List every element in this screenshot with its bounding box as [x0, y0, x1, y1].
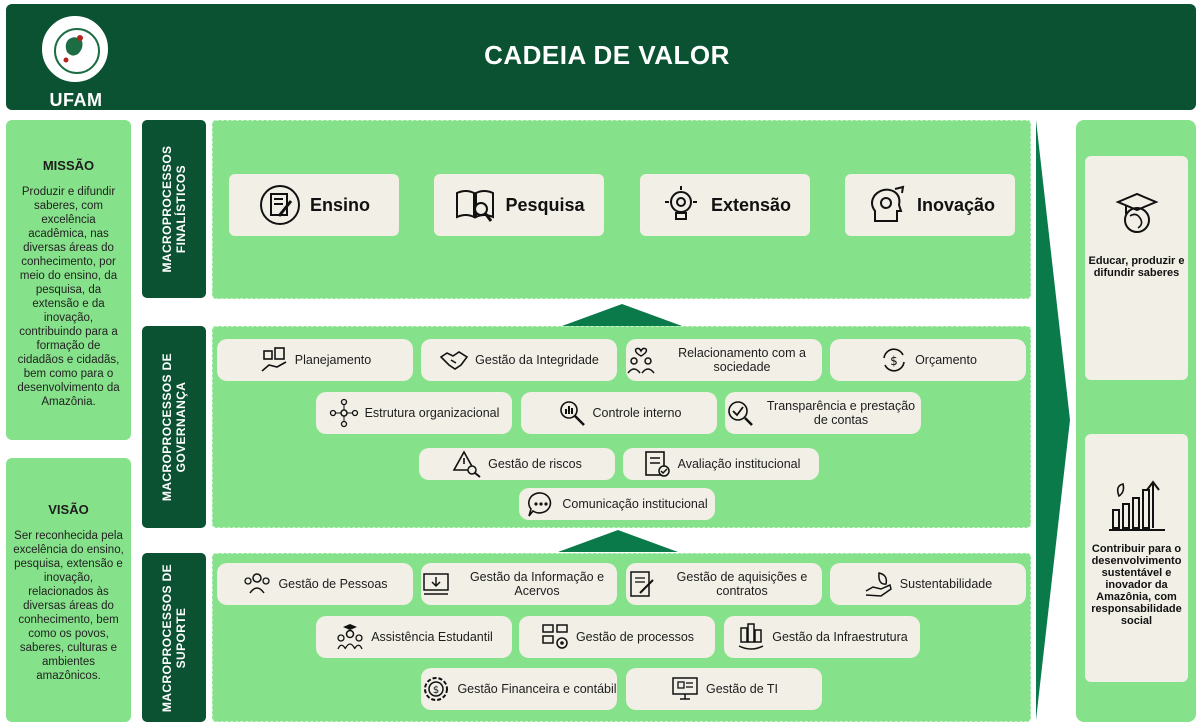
process-label: Ensino — [309, 194, 370, 215]
process-extensao[interactable]: Extensão — [640, 174, 810, 236]
sup-sustentabilidade[interactable]: Sustentabilidade — [830, 563, 1026, 605]
sup-financeira[interactable]: $ Gestão Financeira e contábil — [421, 668, 617, 710]
archive-download-icon — [423, 573, 449, 595]
up-arrow-icon — [562, 304, 682, 326]
hand-leaf-icon — [865, 572, 892, 597]
label-governanca: MACROPROCESSOS DE GOVERNANÇA — [142, 326, 206, 528]
gov-relacionamento[interactable]: Relacionamento com a sociedade — [626, 339, 822, 381]
page-title: CADEIA DE VALOR — [484, 40, 730, 70]
mission-text: Produzir e difundir saberes, com excelên… — [17, 186, 120, 408]
up-arrow-icon — [558, 530, 678, 552]
sup-label: Gestão de Pessoas — [278, 577, 388, 591]
sup-label: Gestão de TI — [705, 682, 779, 696]
sup-processos[interactable]: Gestão de processos — [519, 616, 715, 658]
sup-pessoas[interactable]: Gestão de Pessoas — [217, 563, 413, 605]
document-edit-icon — [259, 185, 300, 225]
gov-label: Controle interno — [592, 406, 682, 420]
flow-arrow-icon — [1036, 120, 1070, 720]
checklist-icon — [644, 451, 670, 477]
gov-label: Gestão da Integridade — [475, 353, 599, 367]
gov-comunicacao[interactable]: Comunicação institucional — [519, 488, 715, 520]
innovation-head-icon — [870, 185, 905, 222]
gov-label: Transparência e prestação de contas — [766, 399, 916, 427]
vision-card: VISÃO Ser reconhecida pela excelência do… — [6, 458, 131, 722]
gov-avaliacao[interactable]: Avaliação institucional — [623, 448, 819, 480]
gov-riscos[interactable]: Gestão de riscos — [419, 448, 615, 480]
svg-text:$: $ — [433, 685, 439, 696]
book-search-icon — [456, 190, 495, 222]
sup-ti[interactable]: Gestão de TI — [626, 668, 822, 710]
outcome-text: Educar, produzir e difundir saberes — [1088, 255, 1185, 279]
sup-label: Gestão de processos — [575, 630, 695, 644]
process-label: Extensão — [710, 194, 792, 215]
computer-icon — [672, 677, 698, 700]
process-label: Pesquisa — [505, 194, 585, 215]
logo-text: UFAM — [49, 90, 103, 110]
chat-bubble-icon — [528, 492, 552, 517]
money-gear-icon: $ — [424, 677, 449, 701]
gov-integridade[interactable]: Gestão da Integridade — [421, 339, 617, 381]
process-ensino[interactable]: Ensino — [229, 174, 399, 236]
sup-label: Gestão da Infraestrutura — [772, 630, 908, 644]
mission-title: MISSÃO — [42, 158, 95, 173]
building-gear-icon — [738, 623, 764, 650]
label-finalisticos: MACROPROCESSOS FINALÍSTICOS — [142, 120, 206, 298]
outcome-text: Contribuir para o desenvolvimento susten… — [1091, 543, 1182, 627]
contract-sign-icon — [630, 571, 654, 597]
outcome-card: Contribuir para o desenvolvimento susten… — [1085, 434, 1188, 682]
gov-transparencia[interactable]: Transparência e prestação de contas — [725, 392, 921, 434]
growth-chart-icon — [1108, 480, 1165, 531]
magnifier-chart-icon — [559, 401, 585, 426]
sup-informacao[interactable]: Gestão da Informação e Acervos — [421, 563, 617, 605]
planning-icon — [261, 347, 287, 372]
handshake-icon — [439, 351, 469, 370]
flowchart-gear-icon — [542, 624, 568, 649]
gov-label: Orçamento — [915, 353, 977, 367]
mission-card: MISSÃO Produzir e difundir saberes, com … — [6, 120, 131, 440]
warning-search-icon — [452, 450, 481, 478]
svg-text:$: $ — [890, 354, 898, 368]
header-banner: UFAM CADEIA DE VALOR — [6, 4, 1196, 110]
sup-label: Gestão de aquisições e contratos — [676, 570, 808, 598]
gov-label: Estrutura organizacional — [364, 406, 500, 420]
gov-planejamento[interactable]: Planejamento — [217, 339, 413, 381]
gear-bulb-icon — [664, 186, 697, 220]
ufam-logo: UFAM — [36, 10, 116, 110]
sup-label: Gestão Financeira e contábil — [457, 682, 617, 696]
outcome-card: Educar, produzir e difundir saberes — [1085, 156, 1188, 380]
sup-aquisicoes[interactable]: Gestão de aquisições e contratos — [626, 563, 822, 605]
org-network-icon — [329, 398, 358, 428]
label-suporte: MACROPROCESSOS DE SUPORTE — [142, 553, 206, 722]
gov-controle[interactable]: Controle interno — [521, 392, 717, 434]
sup-assistencia[interactable]: Assistência Estudantil — [316, 616, 512, 658]
ufam-seal-icon — [40, 14, 110, 84]
process-inovacao[interactable]: Inovação — [845, 174, 1015, 236]
students-icon — [337, 624, 363, 650]
sup-label: Gestão da Informação e Acervos — [469, 570, 605, 598]
magnifier-check-icon — [728, 401, 753, 426]
community-heart-icon — [627, 347, 655, 374]
process-pesquisa[interactable]: Pesquisa — [434, 174, 604, 236]
gov-label: Planejamento — [294, 353, 372, 367]
gov-label: Relacionamento com a sociedade — [678, 346, 806, 374]
process-label: Inovação — [916, 194, 996, 215]
dollar-cycle-icon: $ — [883, 348, 905, 372]
sup-label: Assistência Estudantil — [371, 630, 493, 644]
people-group-icon — [244, 573, 271, 594]
gov-label: Comunicação institucional — [562, 497, 708, 511]
gov-estrutura[interactable]: Estrutura organizacional — [316, 392, 512, 434]
gov-label: Gestão de riscos — [488, 457, 582, 471]
vision-text: Ser reconhecida pela excelência do ensin… — [13, 530, 124, 682]
sup-label: Sustentabilidade — [899, 577, 993, 591]
sup-infraestrutura[interactable]: Gestão da Infraestrutura — [724, 616, 920, 658]
gov-label: Avaliação institucional — [677, 457, 801, 471]
vision-title: VISÃO — [48, 502, 89, 517]
gov-orcamento[interactable]: $ Orçamento — [830, 339, 1026, 381]
graduation-globe-icon — [1114, 192, 1159, 233]
